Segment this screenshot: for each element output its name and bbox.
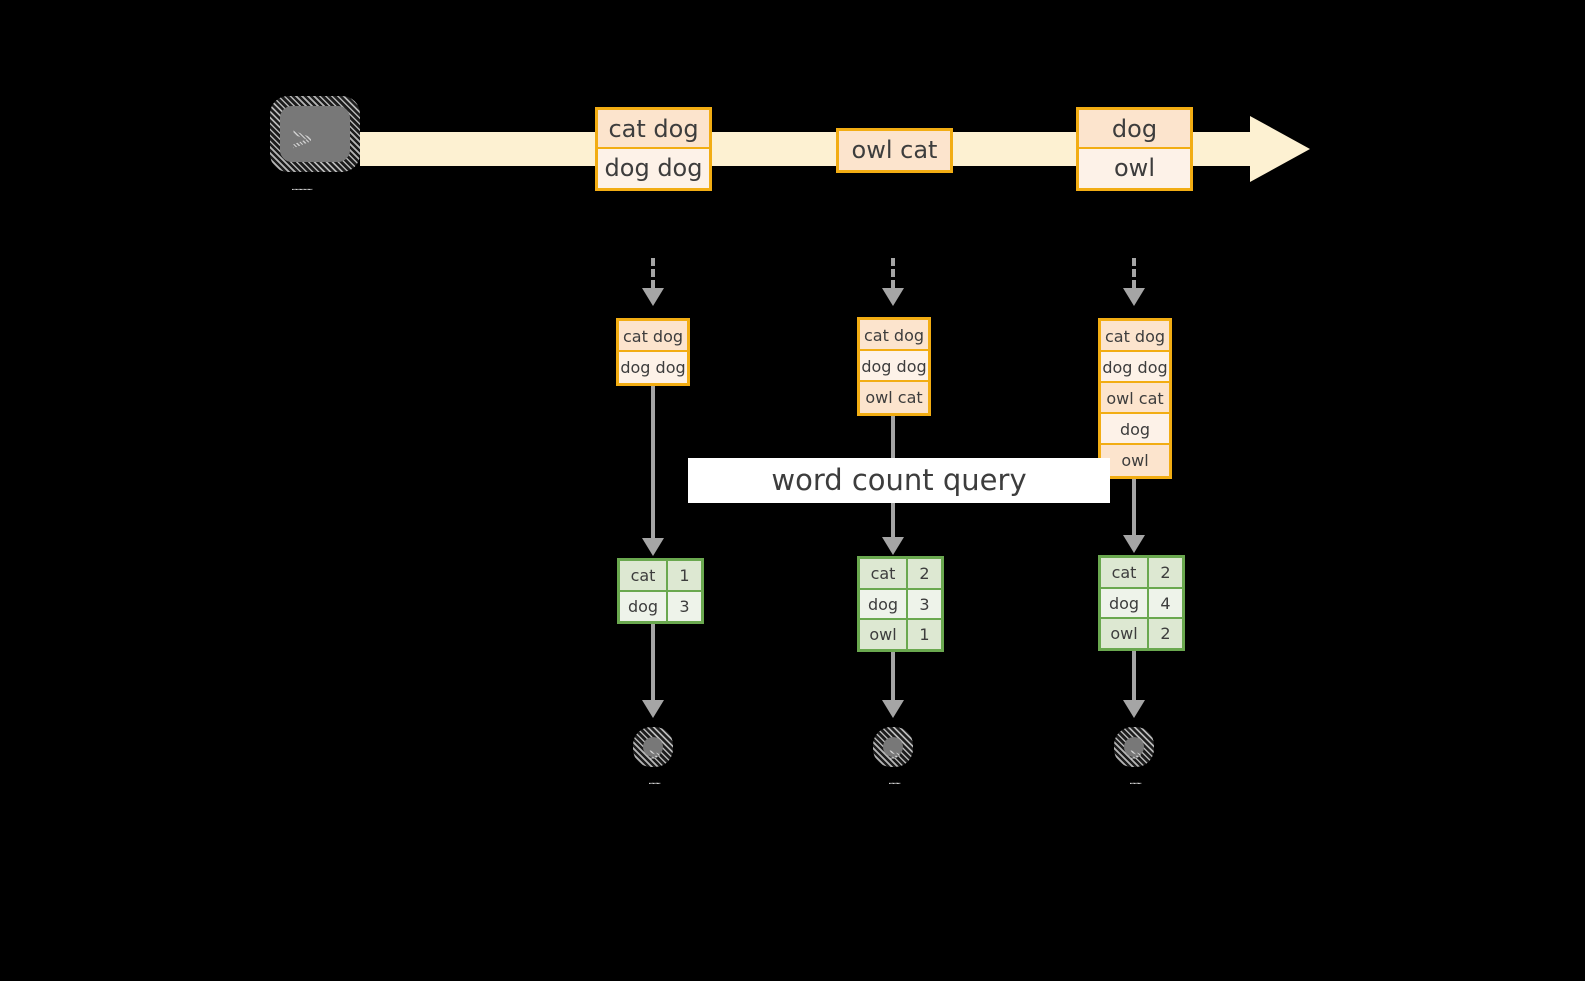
table-row: cat 2 [860,559,941,590]
terminal-face [883,737,903,757]
dashed-connector-3-arrowhead [1123,288,1145,306]
result-count: 1 [667,561,701,592]
dashed-connector-1-arrowhead [642,288,664,306]
snapshot-1-sink-connector [651,624,655,704]
input-record: dog dog [860,351,928,382]
table-row: dog 4 [1101,588,1182,619]
table-row: cat 2 [1101,558,1182,589]
table-row: owl 1 [860,619,941,649]
result-word: dog [620,591,668,621]
snapshot-2-result-table[interactable]: cat 2 dog 3 owl 1 [857,556,944,652]
input-record: dog dog [619,352,687,383]
snapshot-3-input-stack[interactable]: cat dog dog dog owl cat dog owl [1098,318,1172,479]
stream-batch-1[interactable]: cat dog dog dog [595,107,712,191]
result-count: 1 [907,619,941,649]
stream-record: owl cat [839,131,950,170]
table-row: dog 3 [860,589,941,620]
snapshot-3-sink-terminal-icon[interactable]: > _ [1114,727,1154,784]
snapshot-3-result-table[interactable]: cat 2 dog 4 owl 2 [1098,555,1185,651]
stream-record: cat dog [598,110,709,149]
result-word: cat [860,559,908,590]
input-record: owl cat [860,382,928,413]
result-count: 2 [1148,618,1182,648]
source-terminal-icon[interactable]: > _ [270,96,360,190]
result-count: 3 [907,589,941,620]
snapshot-3-sink-connector-arrowhead [1123,700,1145,718]
terminal-prompt-glyph: > _ [889,744,902,785]
table-row: owl 2 [1101,618,1182,648]
query-label: word count query [688,458,1110,503]
input-record: owl cat [1101,383,1169,414]
result-word: cat [620,561,668,592]
snapshot-3-query-connector-arrowhead [1123,535,1145,553]
snapshot-2-sink-connector [891,652,895,704]
dashed-connector-1 [651,258,655,288]
stream-record: owl [1079,149,1190,188]
snapshot-1-sink-terminal-icon[interactable]: > _ [633,727,673,784]
table-row: dog 3 [620,591,701,621]
table-row: cat 1 [620,561,701,592]
result-word: dog [1101,588,1149,619]
snapshot-1-result-table[interactable]: cat 1 dog 3 [617,558,704,624]
terminal-prompt-glyph: > _ [1130,744,1143,785]
input-record: dog [1101,414,1169,445]
snapshot-3-sink-connector [1132,651,1136,704]
terminal-face [280,106,350,162]
result-word: owl [860,619,908,649]
input-record: dog dog [1101,352,1169,383]
dashed-connector-3 [1132,258,1136,288]
result-count: 3 [667,591,701,621]
input-record: owl [1101,445,1169,476]
snapshot-1-query-connector [651,385,655,547]
stream-batch-3[interactable]: dog owl [1076,107,1193,191]
result-word: cat [1101,558,1149,589]
input-record: cat dog [860,320,928,351]
dashed-connector-2-arrowhead [882,288,904,306]
snapshot-1-input-stack[interactable]: cat dog dog dog [616,318,690,386]
snapshot-2-input-stack[interactable]: cat dog dog dog owl cat [857,317,931,416]
snapshot-1-query-connector-arrowhead [642,538,664,556]
stream-record: dog [1079,110,1190,149]
snapshot-2-sink-terminal-icon[interactable]: > _ [873,727,913,784]
result-count: 2 [907,559,941,590]
stream-batch-2[interactable]: owl cat [836,128,953,173]
dashed-connector-2 [891,258,895,288]
input-record: cat dog [1101,321,1169,352]
result-word: dog [860,589,908,620]
snapshot-3-query-connector [1132,478,1136,544]
result-word: owl [1101,618,1149,648]
result-count: 2 [1148,558,1182,589]
terminal-prompt-glyph: > _ [292,122,350,190]
snapshot-2-query-connector-arrowhead [882,537,904,555]
result-count: 4 [1148,588,1182,619]
snapshot-2-sink-connector-arrowhead [882,700,904,718]
snapshot-1-sink-connector-arrowhead [642,700,664,718]
stream-record: dog dog [598,149,709,188]
terminal-face [1124,737,1144,757]
terminal-face [643,737,663,757]
terminal-prompt-glyph: > _ [649,744,662,785]
input-record: cat dog [619,321,687,352]
